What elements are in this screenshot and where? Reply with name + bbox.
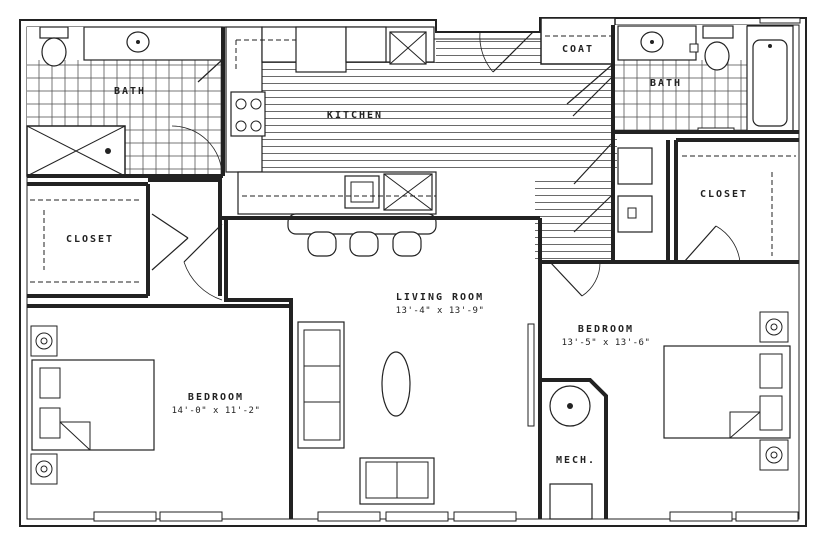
bed-left-icon [31, 359, 155, 451]
stove-icon [230, 91, 266, 137]
room-name: BEDROOM [187, 392, 245, 403]
nightstand-icon [30, 453, 58, 485]
coat-closet [540, 17, 616, 65]
wood-floor [262, 62, 617, 172]
coffee-table-icon [381, 351, 411, 417]
room-dimensions: 13'-5" x 13'-6" [561, 338, 651, 348]
closet-left [27, 182, 189, 298]
room-label-bedroom-left: BEDROOM 14'-0" x 11'-2" [156, 392, 276, 416]
room-label-bath-right: BATH [649, 78, 683, 89]
room-label-closet-left: CLOSET [65, 234, 115, 245]
loveseat-icon [359, 457, 435, 505]
stool-icon [392, 231, 422, 257]
room-label-closet-right: CLOSET [699, 189, 749, 200]
laundry-area [573, 132, 670, 262]
toilet-icon [702, 25, 734, 39]
bed-right-icon [663, 345, 791, 439]
wall-opening [527, 323, 535, 427]
windows [93, 17, 801, 522]
room-label-coat: COAT [561, 44, 595, 55]
bath-left [26, 26, 225, 178]
room-label-mech: MECH. [555, 455, 597, 466]
room-name: LIVING ROOM [395, 292, 485, 303]
hvac-unit-icon [549, 483, 593, 520]
washer-icon [617, 147, 653, 185]
stool-icon [307, 231, 337, 257]
refrigerator-icon [295, 26, 347, 73]
tile-floor [615, 60, 747, 132]
closet-right [674, 138, 799, 263]
mech-room [540, 378, 608, 520]
room-label-living-room: LIVING ROOM 13'-4" x 13'-9" [370, 292, 510, 316]
nightstand-icon [759, 439, 789, 471]
vanity [83, 26, 223, 61]
stool-icon [349, 231, 379, 257]
nightstand-icon [30, 325, 58, 357]
room-label-bedroom-right: BEDROOM 13'-5" x 13'-6" [546, 324, 666, 348]
sofa-icon [297, 321, 345, 449]
kitchen [225, 17, 617, 260]
interior-walls [27, 178, 799, 519]
dishwasher-icon [344, 175, 380, 209]
dryer-icon [617, 195, 653, 233]
room-label-bath-left: BATH [113, 86, 147, 97]
room-dimensions: 14'-0" x 11'-2" [171, 406, 261, 416]
bath-right [611, 25, 799, 134]
nightstand-icon [759, 311, 789, 343]
toilet-icon [39, 26, 69, 39]
room-name: BEDROOM [577, 324, 635, 335]
room-dimensions: 13'-4" x 13'-9" [395, 306, 485, 316]
room-label-kitchen: KITCHEN [326, 110, 384, 121]
